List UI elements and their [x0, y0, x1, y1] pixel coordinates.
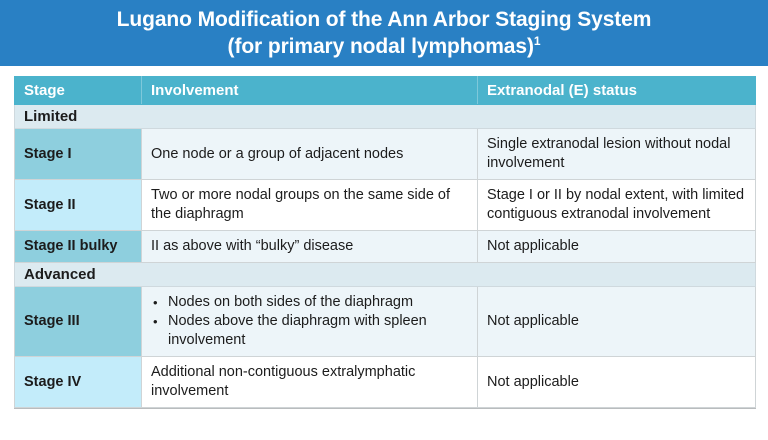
table-row-stage-2: Stage II Two or more nodal groups on the… — [14, 179, 756, 231]
title-footnote-marker: 1 — [533, 34, 541, 48]
extranodal-status-5: Not applicable — [477, 356, 756, 408]
stage-label-5: Stage IV — [14, 356, 142, 408]
involvement-4: • Nodes on both sides of the diaphragm • N… — [141, 286, 478, 357]
title-line-2-text: (for primary nodal lymphomas) — [227, 35, 534, 58]
list-item: • Nodes above the diaphragm with spleen i… — [151, 312, 468, 350]
extranodal-status-4: Not applicable — [477, 286, 756, 357]
extranodal-status-2: Stage I or II by nodal extent, with limi… — [477, 179, 756, 231]
involvement-4-bullet-list: • Nodes on both sides of the diaphragm • N… — [151, 293, 468, 350]
involvement-2: Two or more nodal groups on the same sid… — [141, 179, 478, 231]
bullet-icon: • — [153, 295, 158, 310]
table-row-stage-2-bulky: Stage II bulky II as above with “bulky” … — [14, 230, 756, 263]
extranodal-status-1: Single extranodal lesion without nodal i… — [477, 128, 756, 180]
table-header-row: Stage Involvement Extranodal (E) status — [14, 76, 756, 105]
title-line-2: (for primary nodal lymphomas)1 — [228, 33, 541, 60]
bullet-icon: • — [153, 314, 158, 329]
involvement-3: II as above with “bulky” disease — [141, 230, 478, 263]
title-banner: Lugano Modification of the Ann Arbor Sta… — [0, 0, 768, 66]
column-header-stage: Stage — [14, 76, 142, 105]
stage-label-3: Stage II bulky — [14, 230, 142, 263]
table-row-stage-1: Stage I One node or a group of adjacent … — [14, 128, 756, 180]
staging-table-container: Stage Involvement Extranodal (E) status … — [14, 76, 756, 409]
lugano-staging-table: Stage Involvement Extranodal (E) status … — [14, 76, 756, 408]
section-label-advanced: Advanced — [14, 262, 756, 287]
bullet-text: Nodes above the diaphragm with spleen in… — [168, 313, 427, 348]
table-row-stage-4: Stage IV Additional non-contiguous extra… — [14, 356, 756, 408]
stage-label-2: Stage II — [14, 179, 142, 231]
stage-label-4: Stage III — [14, 286, 142, 357]
section-label-limited: Limited — [14, 104, 756, 129]
title-line-1: Lugano Modification of the Ann Arbor Sta… — [116, 8, 652, 31]
involvement-5: Additional non-contiguous extralymphatic… — [141, 356, 478, 408]
bullet-text: Nodes on both sides of the diaphragm — [168, 294, 414, 310]
table-row-stage-3: Stage III • Nodes on both sides of the di… — [14, 286, 756, 357]
extranodal-status-3: Not applicable — [477, 230, 756, 263]
column-header-involvement: Involvement — [141, 76, 478, 105]
section-row-advanced: Advanced — [14, 262, 756, 287]
involvement-1: One node or a group of adjacent nodes — [141, 128, 478, 180]
section-row-limited: Limited — [14, 104, 756, 129]
stage-label-1: Stage I — [14, 128, 142, 180]
list-item: • Nodes on both sides of the diaphragm — [151, 293, 468, 312]
column-header-extranodal: Extranodal (E) status — [477, 76, 756, 105]
